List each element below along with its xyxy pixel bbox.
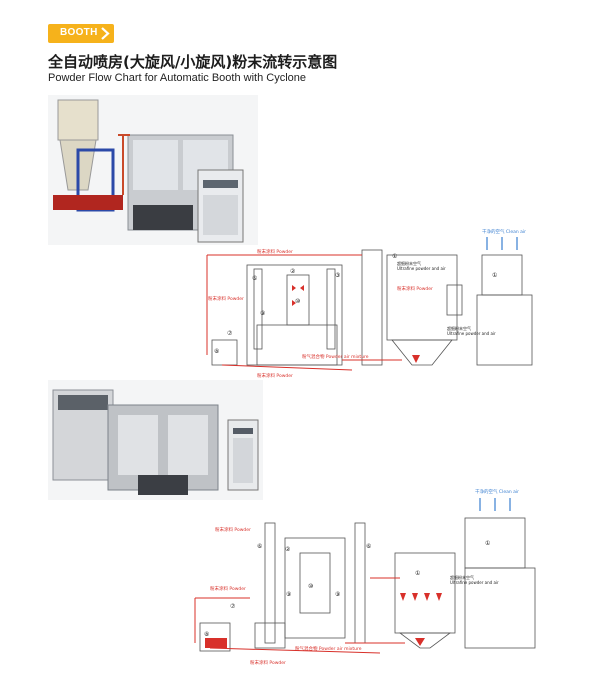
diagram2-marker: ⑨ <box>335 591 340 598</box>
diagram1-marker: ⑥ <box>252 275 257 282</box>
diagram2-marker: ⑩ <box>308 583 313 590</box>
diagram2-marker: ① <box>485 540 490 547</box>
diagram2-clean-air-label: 干净的空气 Clean air <box>475 488 519 495</box>
diagram1-powder-air-mixture-label: 粉气混合物 Powder air mixture <box>302 353 369 360</box>
diagram1-clean-air-label: 干净的空气 Clean air <box>482 228 526 235</box>
diagram1-marker: ① <box>492 272 497 279</box>
diagram2-marker: ⑧ <box>204 631 209 638</box>
diagram2-marker: ⑥ <box>366 543 371 550</box>
diagram1-marker: ⑧ <box>214 348 219 355</box>
diagram2-powder-top-label: 粉末涂料 Powder <box>215 526 251 533</box>
diagram2-ultrafine-label: 超细粉末空气 <box>450 574 474 580</box>
diagram1-marker: ③ <box>335 272 340 279</box>
diagram1-marker: ⑨ <box>260 310 265 317</box>
diagram2-marker: ② <box>285 546 291 553</box>
diagram1-ultrafine-top-en: Ultrafine powder and air <box>397 266 446 271</box>
powder-flow-diagram-small-cyclone: ① ① ② ⑥ ⑥ ⑦ ⑧ ⑨ ⑨ ⑩ 粉末涂料 Powder 粉末涂料 Pow… <box>194 488 536 666</box>
diagram1-ultrafine-side-en: Ultrafine powder and air <box>447 331 496 336</box>
diagram2-powder-bottom-label: 粉末涂料 Powder <box>250 659 286 666</box>
diagram1-marker: ⑦ <box>227 330 233 337</box>
diagram1-ultrafine-top-label: 超细粉末空气 <box>397 260 421 266</box>
diagram1-powder-center-label: 粉末涂料 Powder <box>397 285 433 292</box>
diagram2-powder-air-mixture-label: 粉气混合物 Powder air mixture <box>295 645 362 652</box>
diagram1-powder-left-label: 粉末涂料 Powder <box>208 295 244 302</box>
diagram1-ultrafine-side-label: 超细粉末空气 <box>447 325 471 331</box>
booth-badge: BOOTH <box>48 24 114 43</box>
diagram2-marker: ⑥ <box>257 543 262 550</box>
diagram1-marker: ② <box>290 268 296 275</box>
booth-photo-large-cyclone <box>48 95 258 245</box>
page-title: 全自动喷房(大旋风/小旋风)粉末流转示意图 <box>48 53 338 71</box>
diagram2-marker: ⑦ <box>230 603 236 610</box>
diagram2-marker: ① <box>415 570 420 577</box>
diagram1-marker: ⑩ <box>295 298 300 305</box>
page-subtitle: Powder Flow Chart for Automatic Booth wi… <box>48 72 307 84</box>
diagram2-powder-left-label: 粉末涂料 Powder <box>210 585 246 592</box>
diagram2-marker: ⑨ <box>286 591 291 598</box>
diagram2-ultrafine-en: Ultrafine powder and air <box>450 580 499 585</box>
booth-photo-small-cyclone <box>48 380 263 500</box>
booth-badge-label: BOOTH <box>60 27 98 38</box>
powder-flow-diagram-large-cyclone: ① ① ② ③ ⑥ ⑦ ⑧ ⑨ ⑩ 粉末涂料 Powder 粉末涂料 Powde… <box>206 228 533 379</box>
chevron-right-icon <box>101 27 110 40</box>
diagram1-powder-bottom-label: 粉末涂料 Powder <box>257 372 293 379</box>
diagram1-powder-top-label: 粉末涂料 Powder <box>257 248 293 255</box>
diagram1-marker: ① <box>392 253 397 260</box>
